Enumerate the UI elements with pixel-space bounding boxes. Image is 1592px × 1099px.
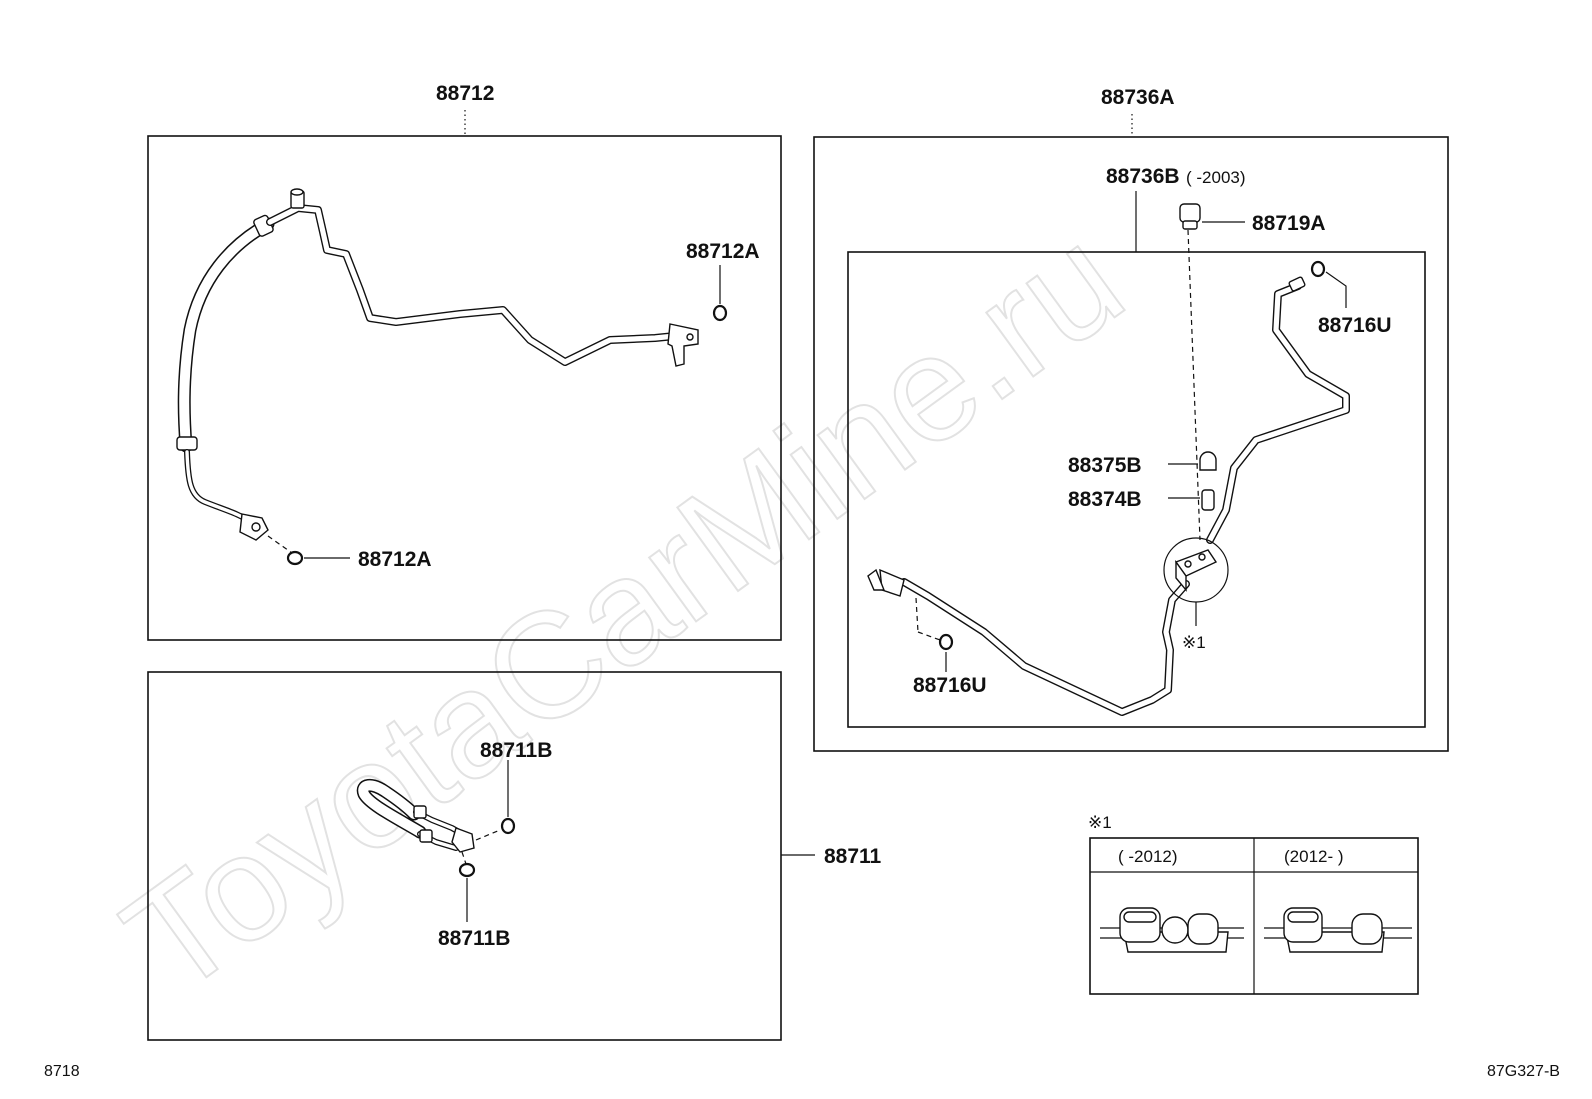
label-note-ref: ※1 <box>1182 633 1206 652</box>
note-table-col2: (2012- ) <box>1284 847 1344 866</box>
valve-88374B <box>1201 489 1215 511</box>
box-88712 <box>147 135 782 641</box>
label-88711: 88711 <box>824 845 882 868</box>
label-88375B: 88375B <box>1068 454 1142 477</box>
note-table: ※1 ( -2012) (2012- ) <box>1088 813 1419 995</box>
label-88712: 88712 <box>436 82 494 105</box>
o-ring-88712A-bottom <box>286 550 304 566</box>
label-88711B-bottom: 88711B <box>438 927 510 950</box>
label-88712A-top: 88712A <box>686 240 760 263</box>
footer-right: 87G327-B <box>1487 1063 1560 1080</box>
assembly-88712: 88712 88712A 88712A <box>147 82 782 641</box>
label-88711B-top: 88711B <box>480 739 552 762</box>
note-table-title: ※1 <box>1088 813 1112 832</box>
box-88711 <box>147 671 782 1041</box>
assembly-88711: 88711 88711B 88711B <box>147 671 882 1041</box>
o-ring-88711B-top <box>500 817 516 835</box>
cap-88375B <box>1199 451 1217 471</box>
note-table-col1: ( -2012) <box>1118 847 1178 866</box>
label-88736B-range: ( -2003) <box>1186 168 1246 187</box>
label-88716U-bottom: 88716U <box>913 674 987 697</box>
cap-88719A <box>1179 203 1201 223</box>
o-ring-88716U-top <box>1310 260 1326 278</box>
o-ring-88712A-top <box>712 304 728 322</box>
label-88712A-bottom: 88712A <box>358 548 432 571</box>
label-88374B: 88374B <box>1068 488 1142 511</box>
footer-left: 8718 <box>44 1063 80 1080</box>
label-88719A: 88719A <box>1252 212 1326 235</box>
assembly-88736A: 88736A 88736B ( -2003) 88719A 88716U 887… <box>813 86 1449 752</box>
o-ring-88716U-bottom <box>938 633 954 651</box>
label-88736A: 88736A <box>1101 86 1175 109</box>
label-88716U-top: 88716U <box>1318 314 1392 337</box>
label-88736B: 88736B <box>1106 165 1180 188</box>
o-ring-88711B-bottom <box>458 862 476 878</box>
box-88736A <box>813 136 1449 752</box>
watermark-text: ToyotaCarMine.ru <box>95 194 1151 1026</box>
